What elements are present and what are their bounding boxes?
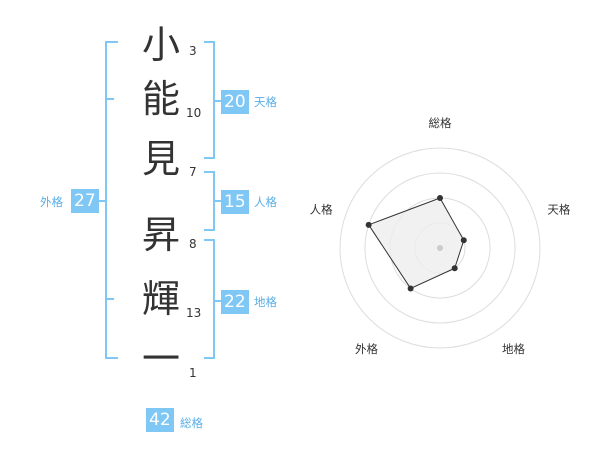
name-char-3: 見 — [141, 137, 180, 181]
name-char-5: 輝 — [141, 277, 180, 321]
radar-axis-label-5: 人格 — [310, 202, 333, 216]
soukaku-label: 総格 — [180, 416, 203, 430]
radar-point-4 — [407, 285, 414, 292]
stroke-count-2: 10 — [186, 106, 202, 120]
stroke-count-4: 8 — [189, 237, 197, 251]
radar-polygon — [367, 197, 465, 290]
tenkaku-label: 天格 — [254, 95, 277, 109]
gaikaku-label: 外格 — [40, 195, 63, 209]
radar-axis-label-3: 地格 — [502, 342, 525, 356]
stroke-count-5: 13 — [186, 306, 202, 320]
radar-point-1 — [437, 195, 443, 201]
radar-point-5 — [365, 221, 372, 228]
gaikaku-badge: 27 — [71, 189, 99, 213]
name-char-6: 一 — [141, 337, 180, 381]
soukaku-badge: 42 — [146, 408, 174, 432]
stroke-count-3: 7 — [189, 165, 197, 179]
radar-points — [365, 195, 467, 292]
name-char-4: 昇 — [141, 213, 180, 257]
stroke-count-1: 3 — [189, 44, 197, 58]
tenkaku-badge: 20 — [221, 90, 249, 114]
radar-axis-label-1: 総格 — [429, 116, 452, 130]
radar-axis-label-2: 天格 — [547, 202, 570, 216]
jinkaku-label: 人格 — [254, 195, 277, 209]
chikaku-badge: 22 — [221, 290, 249, 314]
stroke-count-6: 1 — [189, 366, 197, 380]
name-char-1: 小 — [141, 23, 180, 67]
radar-point-3 — [451, 265, 458, 272]
chikaku-bracket — [204, 239, 215, 359]
radar-point-2 — [460, 237, 467, 244]
radar-center-dot — [437, 245, 443, 251]
chikaku-label: 地格 — [254, 295, 277, 309]
jinkaku-badge: 15 — [221, 190, 249, 214]
radar-axis-label-4: 外格 — [355, 342, 378, 356]
name-char-2: 能 — [141, 77, 180, 121]
